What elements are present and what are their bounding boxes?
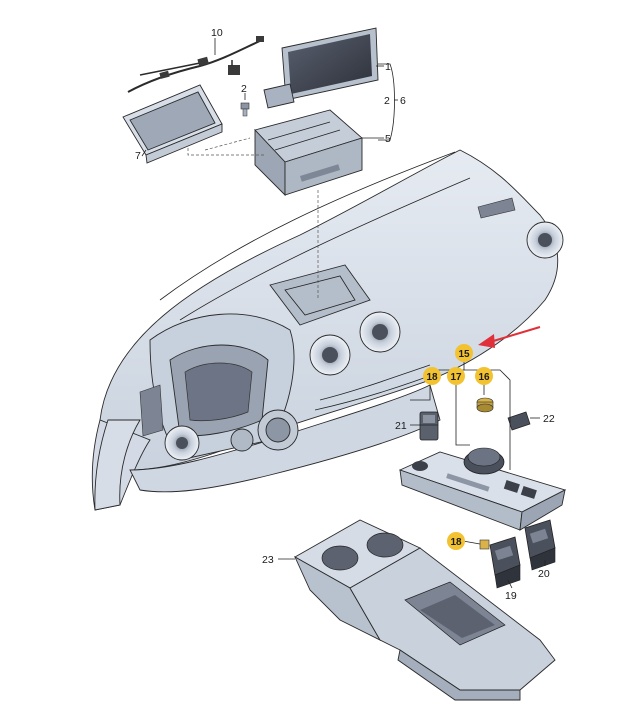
badge-15: 15: [455, 344, 473, 362]
part-18-clip: [479, 539, 490, 550]
label-21: 21: [395, 420, 407, 432]
svg-text:16: 16: [478, 372, 490, 383]
label-1: 1: [385, 61, 391, 73]
part-1-display: [263, 27, 379, 109]
part-5-control-unit: [254, 109, 363, 197]
svg-text:17: 17: [450, 372, 462, 383]
part-16-cap: [476, 397, 494, 413]
dashboard-panel: [91, 149, 564, 511]
badge-16: 16: [475, 367, 493, 385]
part-20-switch-block: [524, 519, 556, 571]
label-2-screw: 2: [241, 83, 247, 95]
label-23: 23: [262, 554, 274, 566]
label-22: 22: [543, 413, 555, 425]
label-20: 20: [538, 568, 550, 580]
badge-18-top: 18: [423, 367, 441, 385]
part-7-tray: [122, 84, 223, 164]
label-7: 7: [135, 150, 141, 162]
part-22-button: [507, 411, 531, 431]
red-arrow-indicator: [478, 326, 541, 348]
svg-text:15: 15: [458, 349, 470, 360]
label-5: 5: [385, 133, 391, 145]
part-19-switch-block: [489, 536, 521, 589]
label-6: 6: [400, 95, 406, 107]
label-10: 10: [211, 27, 223, 39]
label-2-bracket: 2: [384, 95, 390, 107]
svg-text:18: 18: [450, 537, 462, 548]
badge-18-bottom: 18: [447, 532, 465, 550]
label-19: 19: [505, 590, 517, 602]
part-10-wiring-harness: [127, 36, 264, 93]
part-2-screw: [240, 102, 250, 117]
badge-17: 17: [447, 367, 465, 385]
part-21-switch: [419, 411, 439, 441]
part-15-console-trim: [398, 447, 567, 531]
part-23-lower-console: [294, 519, 556, 701]
svg-text:18: 18: [426, 372, 438, 383]
